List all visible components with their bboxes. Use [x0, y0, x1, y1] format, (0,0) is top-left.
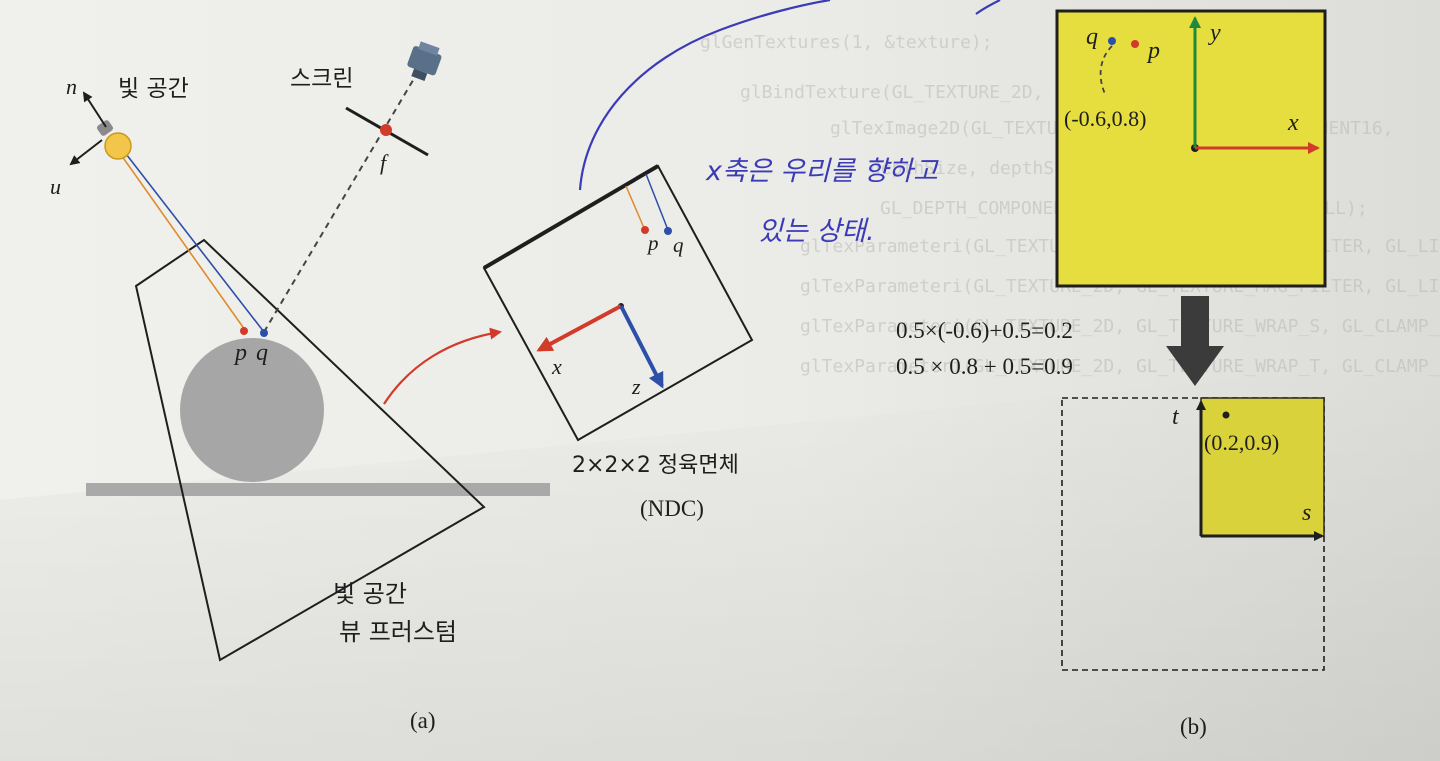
ground-plane — [86, 483, 550, 496]
formula-line2: 0.5 × 0.8 + 0.5=0.9 — [896, 354, 1073, 379]
light-bulb-icon — [97, 120, 132, 160]
code-line: glTexParameteri(GL_TEXTURE_2D, GL_TEXTUR… — [800, 316, 1440, 337]
label-n: n — [66, 74, 77, 99]
label-f: f — [380, 150, 389, 175]
point-q — [260, 329, 268, 337]
ndc-label-p: p — [646, 231, 659, 255]
light-ray-p — [118, 151, 246, 331]
ndc-ray-q — [645, 173, 669, 231]
ndc-axis-z — [619, 305, 664, 389]
code-line: glTexParameteri(GL_TEXTURE_2D, GL_TEXTUR… — [800, 356, 1440, 377]
sphere — [180, 338, 324, 482]
label-q: q — [256, 340, 268, 366]
code-line: glBindTexture(GL_TEXTURE_2D, texture); — [740, 82, 1152, 103]
caption-a: (a) — [410, 708, 436, 733]
label-p: p — [233, 340, 247, 366]
cube-label: 2×2×2 정육면체 — [572, 453, 739, 478]
screen-label: 스크린 — [290, 66, 353, 92]
texture-space-square — [1061, 397, 1325, 671]
paper-shadow — [0, 360, 1440, 761]
light-space-label: 빛 공간 — [118, 76, 189, 102]
frustum-label-line1: 빛 공간 — [333, 580, 407, 608]
handwritten-note: x축은 우리를 향하고 있는 상태. — [578, 0, 1001, 247]
ndc-label: (NDC) — [640, 496, 704, 521]
label-p-b: p — [1146, 38, 1160, 64]
light-view-frustum — [134, 238, 486, 662]
coord-after: (0.2,0.9) — [1204, 430, 1279, 455]
label-q-b: q — [1086, 24, 1098, 50]
handwriting-line1: x축은 우리를 향하고 — [705, 156, 939, 187]
ndc-point-q — [664, 227, 672, 235]
ndc-ray-p — [625, 185, 645, 229]
light-axis-n — [82, 91, 107, 128]
label-x-b: x — [1287, 110, 1299, 136]
formula-line1: 0.5×(-0.6)+0.5=0.2 — [896, 318, 1073, 343]
q-projection-dashed — [1099, 45, 1113, 97]
label-s: s — [1302, 500, 1311, 526]
screen-point-f — [380, 124, 392, 136]
ndc-label-x: x — [551, 354, 562, 379]
light-axis-u — [69, 139, 103, 166]
ndc-point-p — [641, 226, 649, 234]
ndc-label-q: q — [673, 233, 684, 257]
pen-stroke — [975, 0, 1001, 15]
coord-before: (-0.6,0.8) — [1064, 106, 1146, 131]
label-y-b: y — [1208, 20, 1221, 46]
down-arrow-head — [1166, 346, 1224, 386]
point-q-b — [1108, 37, 1116, 45]
ndc-near-edge — [482, 164, 660, 270]
label-u: u — [50, 174, 61, 199]
panel-a: n u 빛 공간 f 스크린 p q 빛 공간 뷰 프러스텀 p q — [50, 41, 754, 733]
transform-arrow — [383, 327, 502, 405]
camera-icon — [407, 41, 442, 81]
frustum-label-line2: 뷰 프러스텀 — [339, 618, 457, 646]
handwriting-line2: 있는 상태. — [758, 216, 875, 247]
panel-b: y x q p (-0.6,0.8) 0.5×(-0.6)+0.5=0.2 0.… — [896, 9, 1327, 739]
caption-b: (b) — [1180, 714, 1207, 739]
code-line: glGenTextures(1, &texture); — [700, 32, 993, 53]
point-p-b — [1131, 40, 1139, 48]
pen-stroke — [578, 0, 831, 191]
point-mapped — [1222, 411, 1230, 419]
ndc-axis-x — [536, 304, 622, 352]
texture-quadrant — [1200, 397, 1325, 537]
ndc-label-z: z — [631, 374, 641, 399]
light-ray-q — [122, 149, 265, 333]
label-t: t — [1172, 404, 1180, 430]
down-arrow-shaft — [1181, 296, 1209, 348]
point-p — [240, 327, 248, 335]
camera-view-line — [263, 59, 426, 333]
